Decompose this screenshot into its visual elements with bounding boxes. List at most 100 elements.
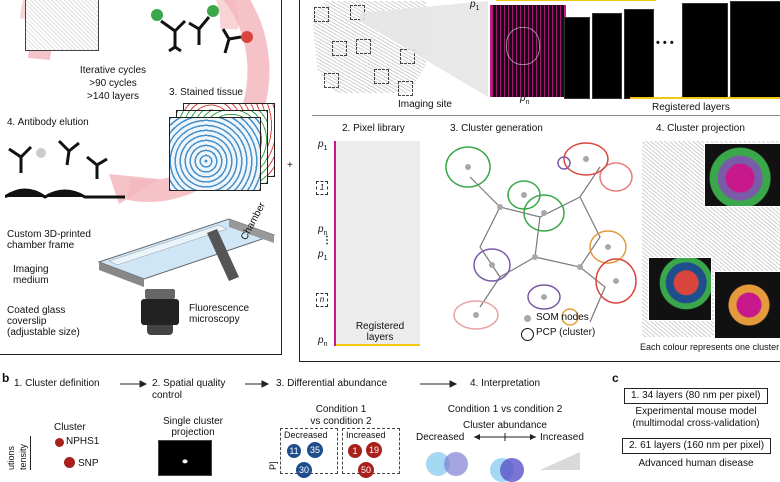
microscopy-label: Fluorescence microscopy xyxy=(189,303,250,325)
axis-fragment-p: P] xyxy=(268,461,278,470)
projection-inset-top xyxy=(704,143,780,207)
layer-image xyxy=(564,17,590,99)
decreased-label: Decreased xyxy=(416,432,465,443)
single-cluster-image xyxy=(158,440,212,476)
single-cluster-label: Single cluster projection xyxy=(162,416,224,438)
projection-inset-right xyxy=(714,271,780,339)
som-node-legend-icon xyxy=(524,315,531,322)
lib-pn-label: pn xyxy=(318,224,328,237)
step-1-label: 1. Cluster definition xyxy=(14,378,100,389)
layer-image xyxy=(682,3,728,99)
raw-underline xyxy=(496,0,656,1)
cycles-text-1: Iterative cycles xyxy=(79,65,147,76)
lib-pnb-label: pn xyxy=(318,335,328,348)
stained-tissue-stack xyxy=(169,103,279,193)
step-3-label: 3. Stained tissue xyxy=(169,87,243,98)
p1-label: p1 xyxy=(470,0,480,12)
projection-caption: Each colour represents one cluster xyxy=(640,342,780,352)
step-3-b-label: 3. Differential abundance xyxy=(276,378,388,389)
left-workflow-panel: Iterative cycles >90 cycles >140 layers … xyxy=(0,0,282,355)
pn-label: pn xyxy=(520,93,530,106)
lib-p1-label: p1 xyxy=(318,139,328,152)
pcp-legend-icon xyxy=(521,328,534,341)
cluster-label: Cluster xyxy=(54,422,86,433)
tile xyxy=(356,39,371,54)
pixel-library-yellow-line xyxy=(336,344,420,346)
value-circle: 1 xyxy=(348,444,362,458)
tile xyxy=(374,69,389,84)
registered-layers-label: Registered layers xyxy=(652,102,730,113)
cluster-projection-title: 4. Cluster projection xyxy=(656,123,745,134)
step-arrows xyxy=(120,380,458,388)
tile xyxy=(400,49,415,64)
registered-underline xyxy=(630,97,780,99)
axis-fragment-tensity: tensity xyxy=(18,443,28,470)
pixel-library-title: 2. Pixel library xyxy=(342,123,405,134)
increased-label: Increased xyxy=(540,432,584,443)
pixel-index-box: 1 xyxy=(316,181,328,195)
legend-pcp-label: PCP (cluster) xyxy=(536,327,596,338)
layer-image xyxy=(592,13,622,99)
dataset-2-desc: Advanced human disease xyxy=(638,458,754,469)
layer-ellipsis: • • • xyxy=(656,37,674,49)
antibody-icons-top xyxy=(151,5,253,54)
antibody-elution-icons xyxy=(5,139,125,199)
section-c-letter: c xyxy=(612,371,619,385)
tile xyxy=(314,7,329,22)
raw-layer-stack xyxy=(490,5,566,97)
tile xyxy=(350,5,365,20)
decreased-box-label: Decreased xyxy=(284,430,328,440)
tissue-section-top xyxy=(25,0,99,51)
interp-wedge xyxy=(540,452,580,470)
imaging-medium-label: Imaging medium xyxy=(13,264,49,286)
marker-nphs1: NPHS1 xyxy=(66,436,100,447)
pixel-library-strip xyxy=(336,141,420,346)
tile xyxy=(332,41,347,56)
increased-box-label: Increased xyxy=(346,430,386,440)
axis-fragment-utions: utions xyxy=(6,445,16,470)
chamber-frame-label: Custom 3D-printed chamber frame xyxy=(7,229,91,251)
dataset-2-box: 2. 61 layers (160 nm per pixel) xyxy=(622,438,772,454)
value-circle: 50 xyxy=(358,462,374,478)
zoom-wedge xyxy=(360,1,488,97)
cycles-text-2: >90 cycles xyxy=(89,78,137,89)
plus-sign: + xyxy=(287,160,293,171)
layer-image xyxy=(730,1,780,99)
marker-dot xyxy=(64,457,75,468)
interp-title: Condition 1 vs condition 2 xyxy=(447,404,563,415)
dataset-1-box: 1. 34 layers (80 nm per pixel) xyxy=(624,388,768,404)
legend-som-label: SOM nodes xyxy=(536,312,589,323)
value-circle: 35 xyxy=(307,442,323,458)
heatmap-axis xyxy=(30,436,31,470)
marker-dot xyxy=(55,438,64,447)
objective-icon xyxy=(141,289,179,337)
lib-dots: ⋮ xyxy=(322,235,332,246)
tile xyxy=(324,73,339,88)
section-divider xyxy=(312,115,780,116)
step-4-b-label: 4. Interpretation xyxy=(470,378,541,389)
interp-circle xyxy=(444,452,468,476)
lib-p1b-label: p1 xyxy=(318,249,328,262)
imaging-chamber xyxy=(97,218,276,287)
coverslip-label: Coated glass coverslip (adjustable size) xyxy=(7,305,80,338)
value-circle: 30 xyxy=(296,462,312,478)
cycles-text-3: >140 layers xyxy=(87,91,139,102)
value-circle: 11 xyxy=(287,444,301,458)
dataset-1-desc: Experimental mouse model (multimodal cro… xyxy=(632,406,760,429)
pixel-library-magenta-line xyxy=(334,141,336,346)
condition-title: Condition 1 vs condition 2 xyxy=(310,404,372,427)
abundance-arrow xyxy=(474,433,536,441)
cluster-generation-title: 3. Cluster generation xyxy=(450,123,543,134)
cluster-network xyxy=(445,142,637,330)
imaging-site-label: Imaging site xyxy=(398,99,452,110)
right-pipeline-panel: Imaging site p1 pn • • • Registered laye… xyxy=(299,0,780,362)
marker-snp: SNP xyxy=(78,458,99,469)
section-b-letter: b xyxy=(2,371,10,385)
tile xyxy=(398,81,413,96)
projection-inset-left xyxy=(648,257,712,321)
interp-circle xyxy=(500,458,524,482)
pixel-index-box: n xyxy=(316,293,328,307)
cluster-abundance-label: Cluster abundance xyxy=(463,420,547,431)
layer-image xyxy=(624,9,654,99)
step-4-label: 4. Antibody elution xyxy=(7,117,89,128)
